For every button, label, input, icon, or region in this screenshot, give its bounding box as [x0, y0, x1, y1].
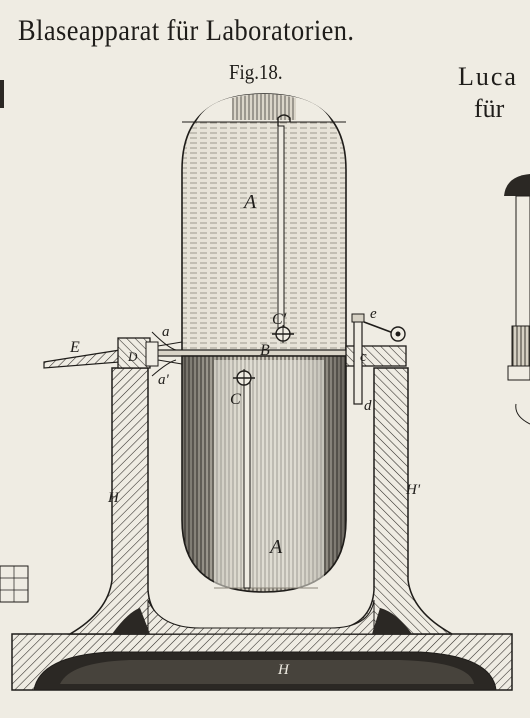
label-E: E [69, 339, 80, 356]
label-B: B [260, 342, 270, 359]
adjacent-figure-fragment [504, 174, 530, 425]
figure-number: Fig.18. [229, 60, 283, 84]
base-plate [11, 633, 513, 691]
label-c: c [360, 349, 367, 365]
label-a: a [162, 324, 170, 340]
label-C-prime: C' [272, 311, 287, 328]
label-a-prime: a' [158, 372, 170, 388]
label-d: d [364, 398, 372, 414]
valve-c-prime [272, 325, 294, 343]
riser-tubes [243, 114, 291, 589]
outlet-pipe-e [43, 331, 183, 377]
label-A-upper: A [242, 191, 257, 213]
valve-c [233, 369, 255, 387]
stand-frame [67, 367, 453, 635]
adjacent-figure-title-line2: für [474, 94, 505, 123]
label-H-left: H [107, 490, 120, 506]
label-H-right: H' [405, 482, 421, 498]
label-D: D [127, 349, 138, 364]
plate-title: Blaseapparat für Laboratorien. [18, 14, 355, 47]
adjacent-figure-title-line1: Luca [458, 62, 518, 91]
label-H-base: H [277, 662, 290, 678]
left-edge-fragment [0, 80, 29, 603]
label-e: e [370, 306, 377, 322]
label-C: C [230, 391, 241, 408]
label-A-lower: A [268, 536, 283, 558]
vessel [149, 93, 361, 593]
clamp-assembly [345, 313, 407, 405]
